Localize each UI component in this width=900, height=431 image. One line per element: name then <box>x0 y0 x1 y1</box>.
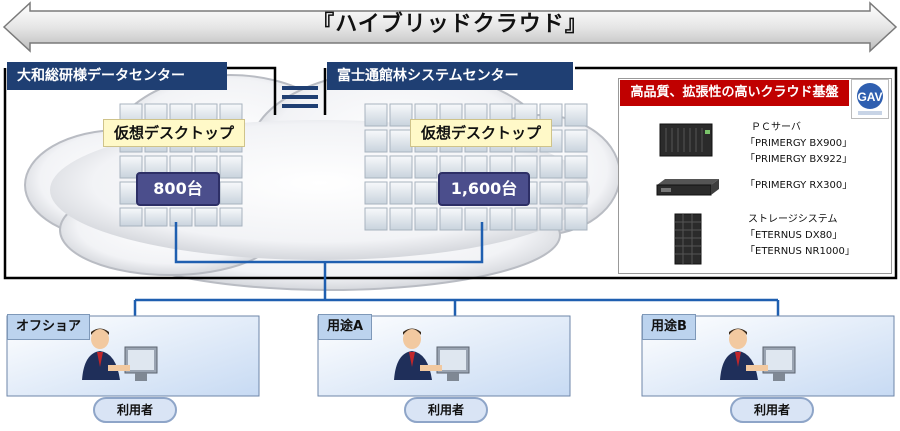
desktop-count-right: 1,600台 <box>438 172 530 206</box>
user-figure-use-b-icon <box>720 328 796 381</box>
spec-line: 「PRIMERGY RX300」 <box>745 180 853 191</box>
user-figure-offshore-icon <box>82 328 158 381</box>
spec-line: ＰＣサーバ <box>751 122 801 133</box>
infrastructure-panel <box>618 78 892 274</box>
spec-line: 「PRIMERGY BX900」 <box>745 138 853 149</box>
virtual-desktop-label-left: 仮想デスクトップ <box>103 119 245 147</box>
rack-server-icon <box>656 179 719 196</box>
desktop-count-left: 800台 <box>136 172 220 206</box>
spec-line: 「PRIMERGY BX922」 <box>745 154 853 165</box>
gav-logo-icon: GAV <box>851 79 889 119</box>
dc-link <box>282 86 318 108</box>
user-pill-use-a: 利用者 <box>404 397 488 423</box>
spec-group-pc-server: ＰＣサーバ 「PRIMERGY BX900」 「PRIMERGY BX922」 <box>745 120 852 168</box>
storage-system-icon <box>674 213 702 265</box>
site-label-offshore: オフショア <box>7 314 91 340</box>
infrastructure-panel-title: 高品質、拡張性の高いクラウド基盤 <box>620 80 849 106</box>
datacenter-frame <box>3 66 898 280</box>
spec-line: 「ETERNUS NR1000」 <box>745 246 855 257</box>
user-pill-offshore: 利用者 <box>93 397 177 423</box>
gav-logo-text: GAV <box>857 90 882 104</box>
site-label-use-b: 用途B <box>642 314 696 340</box>
site-label-use-a: 用途A <box>318 314 373 340</box>
user-figure-use-a-icon <box>394 328 470 381</box>
user-pill-use-b: 利用者 <box>730 397 814 423</box>
spec-group-rack-server: 「PRIMERGY RX300」 <box>745 178 852 194</box>
network-lines <box>135 222 778 302</box>
datacenter-right-name: 富士通館林システムセンター <box>327 62 573 90</box>
spec-line: 「ETERNUS DX80」 <box>745 230 843 241</box>
virtual-desktop-label-right: 仮想デスクトップ <box>410 119 552 147</box>
page-title: 『ハイブリッドクラウド』 <box>312 12 588 37</box>
spec-group-storage: ストレージシステム 「ETERNUS DX80」 「ETERNUS NR1000… <box>745 212 855 260</box>
spec-line: ストレージシステム <box>748 214 838 225</box>
datacenter-left-name: 大和総研様データセンター <box>7 62 227 90</box>
blade-server-icon <box>659 123 713 157</box>
hybrid-cloud-banner <box>2 1 898 53</box>
